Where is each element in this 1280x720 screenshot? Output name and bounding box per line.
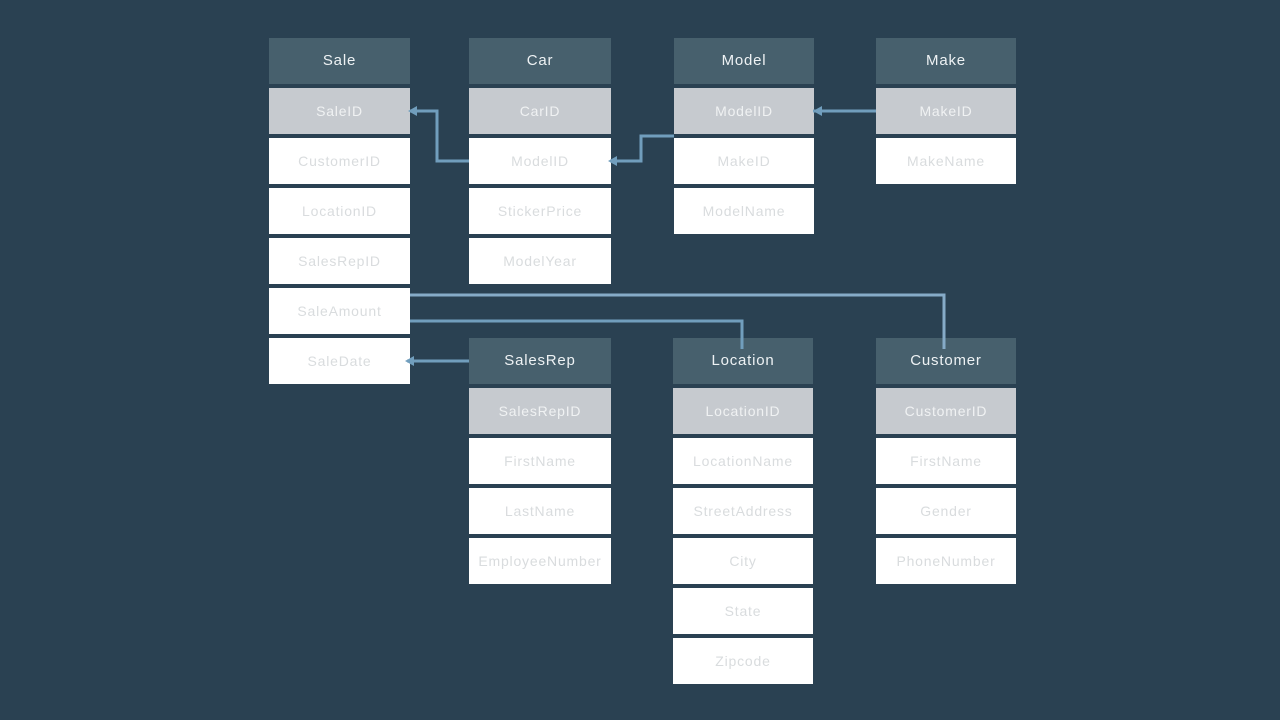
- column-location-zipcode[interactable]: Zipcode: [673, 638, 813, 684]
- column-make-makename[interactable]: MakeName: [876, 138, 1016, 184]
- column-location-city[interactable]: City: [673, 538, 813, 584]
- column-make-makeid[interactable]: MakeID: [876, 88, 1016, 134]
- column-car-modelid[interactable]: ModelID: [469, 138, 611, 184]
- column-car-modelyear[interactable]: ModelYear: [469, 238, 611, 284]
- column-sale-customerid[interactable]: CustomerID: [269, 138, 410, 184]
- relationship-arrowhead-make-model: [813, 106, 822, 116]
- column-model-makeid[interactable]: MakeID: [674, 138, 814, 184]
- column-location-locationname[interactable]: LocationName: [673, 438, 813, 484]
- table-title-location[interactable]: Location: [673, 338, 813, 384]
- column-customer-firstname[interactable]: FirstName: [876, 438, 1016, 484]
- column-customer-gender[interactable]: Gender: [876, 488, 1016, 534]
- column-sale-saleamount[interactable]: SaleAmount: [269, 288, 410, 334]
- column-location-locationid[interactable]: LocationID: [673, 388, 813, 434]
- column-salesrep-firstname[interactable]: FirstName: [469, 438, 611, 484]
- table-title-make[interactable]: Make: [876, 38, 1016, 84]
- column-location-state[interactable]: State: [673, 588, 813, 634]
- column-car-stickerprice[interactable]: StickerPrice: [469, 188, 611, 234]
- column-sale-saledate[interactable]: SaleDate: [269, 338, 410, 384]
- column-model-modelid[interactable]: ModelID: [674, 88, 814, 134]
- relationship-line-sale-car: [410, 109, 469, 163]
- column-salesrep-employeenumber[interactable]: EmployeeNumber: [469, 538, 611, 584]
- column-salesrep-salesrepid[interactable]: SalesRepID: [469, 388, 611, 434]
- column-salesrep-lastname[interactable]: LastName: [469, 488, 611, 534]
- relationship-line-car-model: [610, 134, 674, 163]
- column-customer-customerid[interactable]: CustomerID: [876, 388, 1016, 434]
- column-location-streetaddress[interactable]: StreetAddress: [673, 488, 813, 534]
- table-title-car[interactable]: Car: [469, 38, 611, 84]
- table-title-sale[interactable]: Sale: [269, 38, 410, 84]
- column-car-carid[interactable]: CarID: [469, 88, 611, 134]
- column-customer-phonenumber[interactable]: PhoneNumber: [876, 538, 1016, 584]
- table-title-salesrep[interactable]: SalesRep: [469, 338, 611, 384]
- column-sale-salesrepid[interactable]: SalesRepID: [269, 238, 410, 284]
- column-sale-locationid[interactable]: LocationID: [269, 188, 410, 234]
- table-title-customer[interactable]: Customer: [876, 338, 1016, 384]
- column-sale-saleid[interactable]: SaleID: [269, 88, 410, 134]
- column-model-modelname[interactable]: ModelName: [674, 188, 814, 234]
- table-title-model[interactable]: Model: [674, 38, 814, 84]
